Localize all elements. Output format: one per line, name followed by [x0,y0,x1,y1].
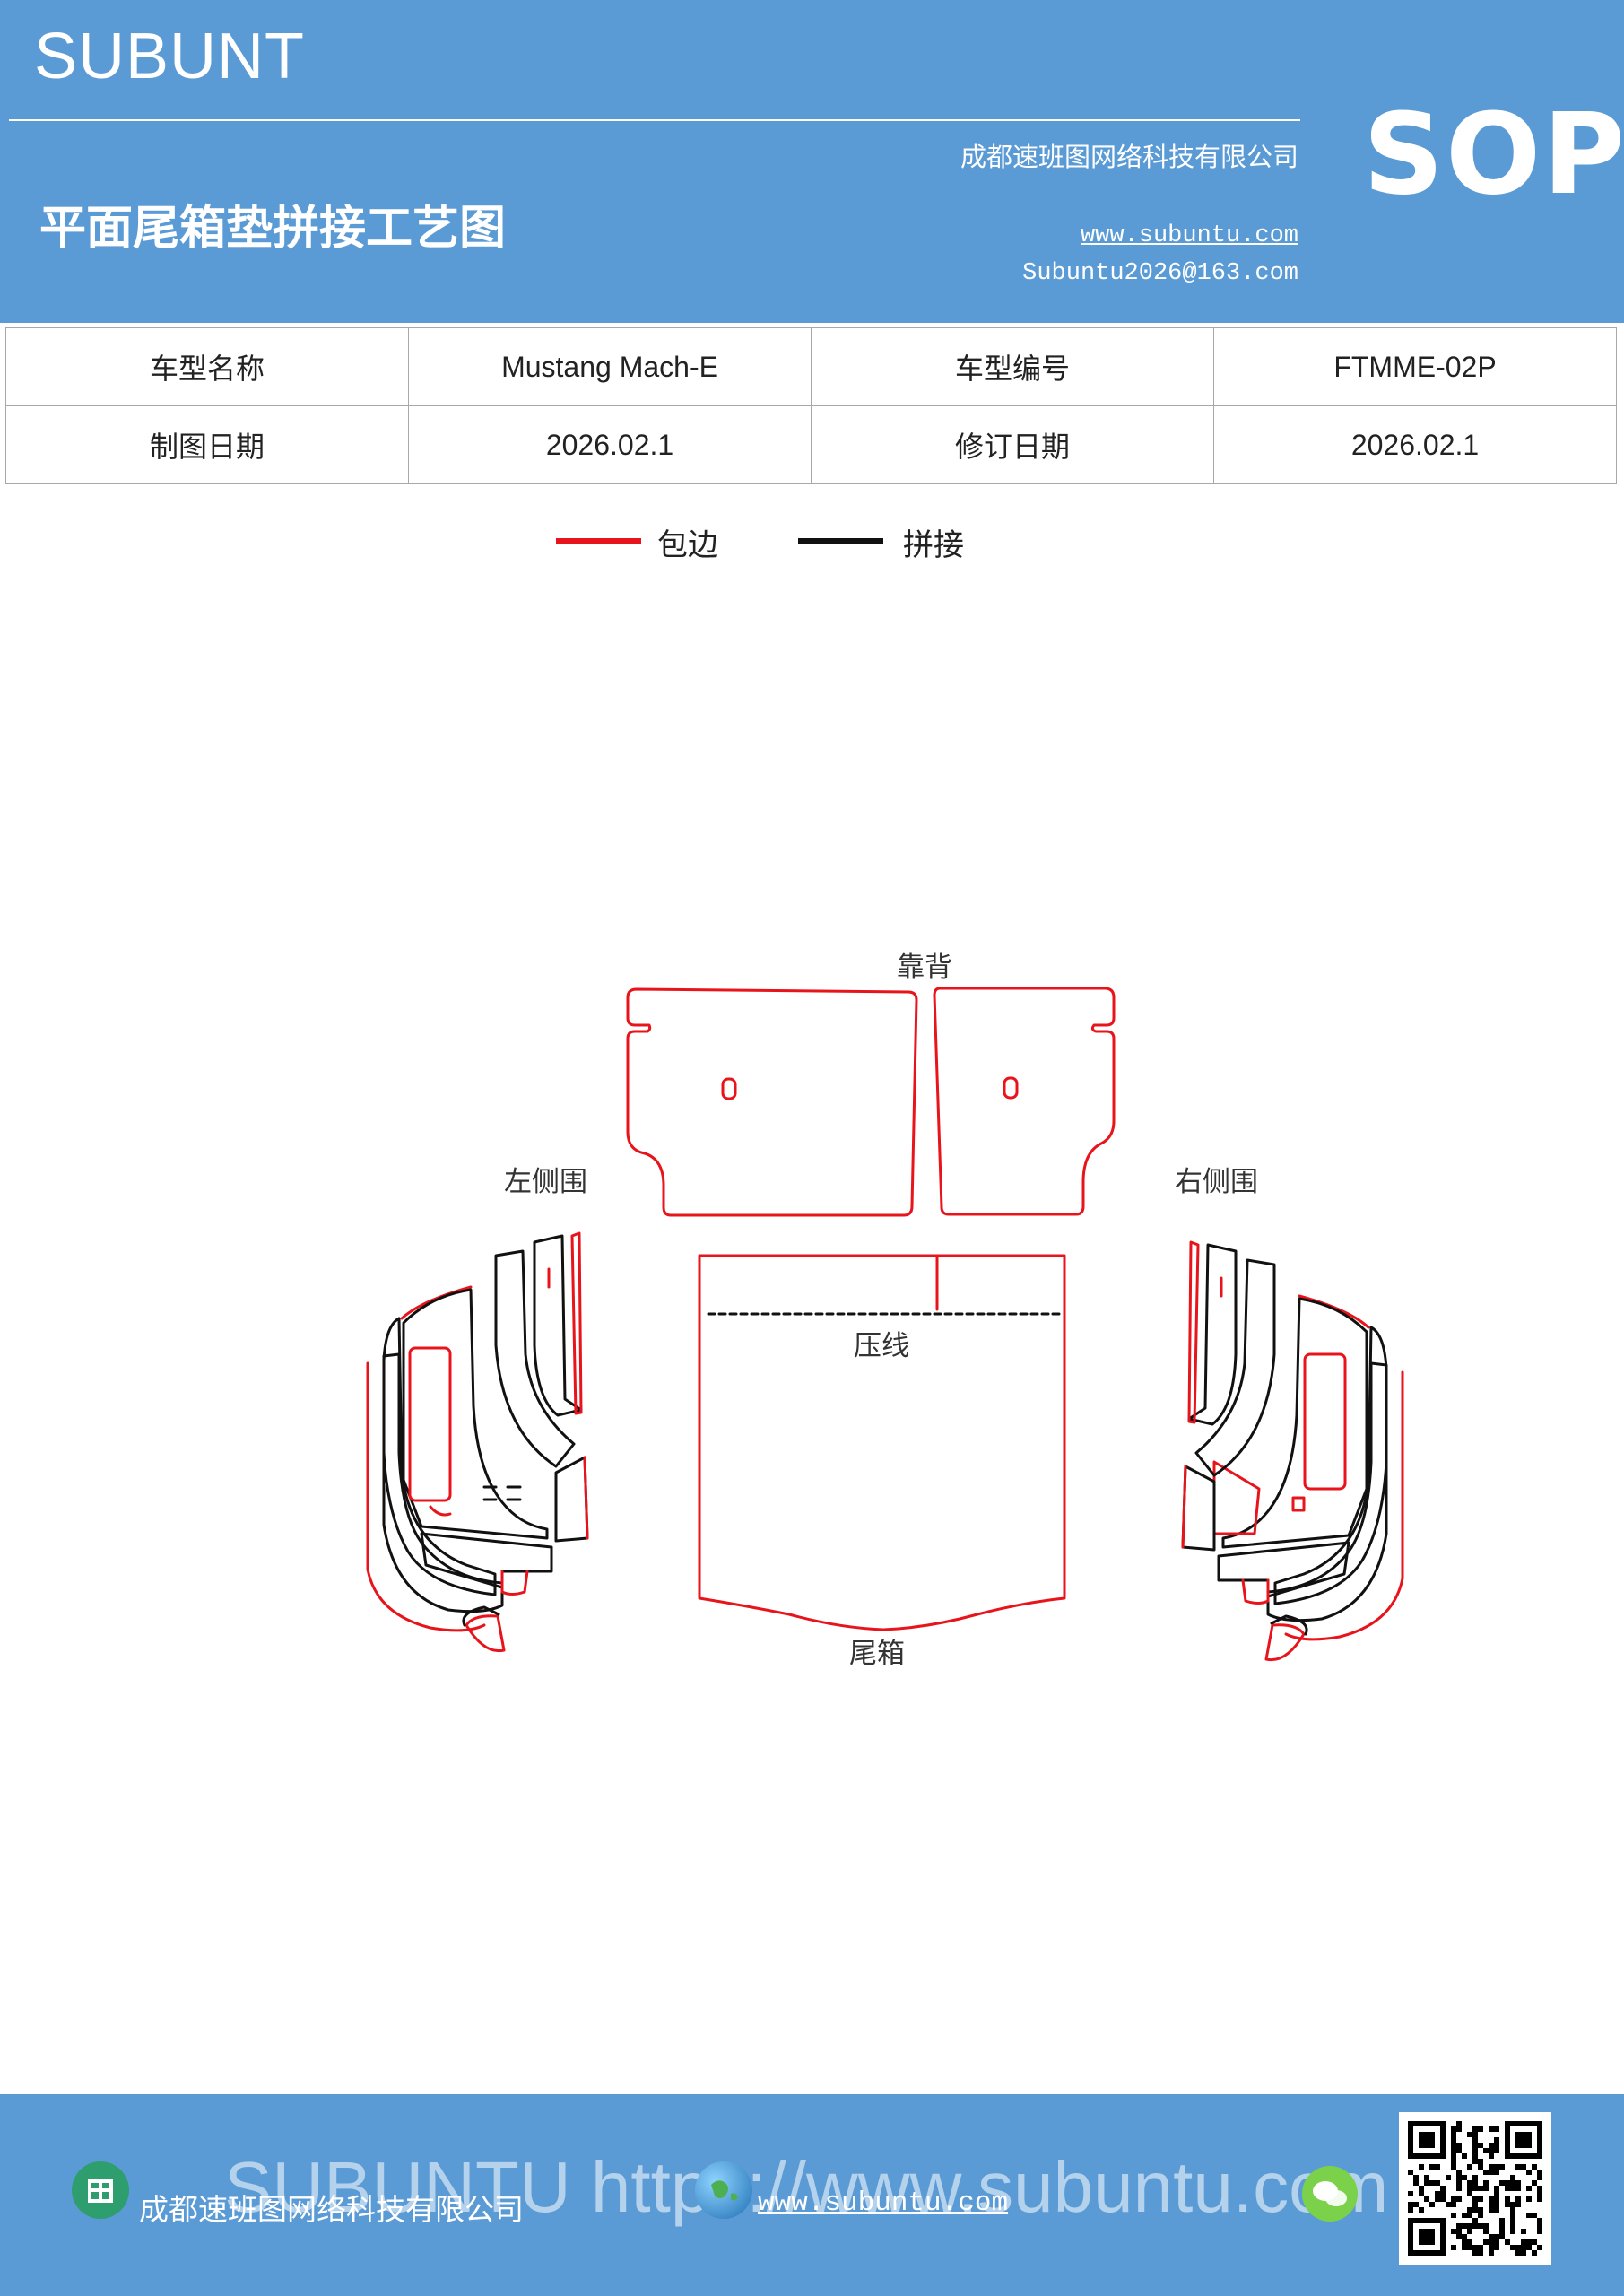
revision-date-value: 2026.02.1 [1213,405,1617,484]
left-side-strip [382,1317,497,1596]
header-divider [9,119,1300,121]
right-side-assembly [1181,1240,1404,1662]
left-side-window [408,1346,452,1502]
trunk-floor-panel [698,1254,1066,1631]
left-side-pillar-b [533,1234,583,1417]
model-code-value: FTMME-02P [1213,327,1617,406]
table-row: 制图日期 2026.02.1 修订日期 2026.02.1 [5,405,1617,484]
left-side-lower-block [554,1456,589,1543]
footer-website-link[interactable]: www.subuntu.com [758,2187,1009,2219]
trunk-label: 尾箱 [849,1638,905,1670]
left-side-corner-join [462,1605,500,1627]
footer-banner: SUBUNTU https://www.subuntu.com 成都速班图网络科… [0,2094,1624,2296]
left-side-upper-edge [400,1285,473,1320]
backrest-right-hole [1003,1076,1019,1100]
model-code-label: 车型编号 [811,327,1214,406]
seam-label: 拼接 [903,527,964,563]
left-side-main-panel [402,1288,549,1540]
seam-swatch [798,538,883,544]
edge-binding-label: 包边 [657,527,718,563]
model-name-label: 车型名称 [5,327,409,406]
qr-code[interactable] [1399,2112,1551,2265]
footer-watermark: SUBUNTU https://www.subuntu.com [224,2147,1389,2227]
brand-logo-text: SUBUNT [34,21,306,92]
right-side-label: 右侧围 [1175,1166,1258,1198]
drawing-date-value: 2026.02.1 [408,405,812,484]
wechat-icon[interactable] [1302,2166,1358,2222]
model-name-value: Mustang Mach-E [408,327,812,406]
building-icon [72,2161,129,2219]
sop-badge: SOP [1363,90,1624,220]
globe-icon [695,2161,752,2219]
header-banner: SUBUNT 平面尾箱垫拼接工艺图 成都速班图网络科技有限公司 www.subu… [0,0,1624,323]
edge-binding-swatch [556,538,641,544]
left-side-outer [366,1361,486,1632]
backrest-left-hole [721,1077,737,1100]
drawing-date-label: 制图日期 [5,405,409,484]
backrest-right-panel [933,987,1116,1216]
document-title: 平面尾箱垫拼接工艺图 [39,202,507,256]
left-side-inner-arch [382,1352,504,1613]
left-side-lower-block-edge [583,1456,589,1540]
website-link[interactable]: www.subuntu.com [1080,222,1298,249]
press-line-label: 压线 [854,1330,909,1362]
revision-date-label: 修订日期 [811,405,1214,484]
left-side-pillar-c [570,1231,583,1415]
backrest-label: 靠背 [897,952,952,984]
contact-email[interactable]: Subuntu2026@163.com [1022,260,1298,287]
left-side-tab [429,1505,452,1517]
company-name: 成都速班图网络科技有限公司 [960,142,1298,172]
legend: 包边 拼接 [0,520,1624,574]
backrest-left-panel [626,987,918,1217]
left-side-foot [500,1570,529,1596]
left-side-label: 左侧围 [504,1166,587,1198]
left-side-pillar-a [494,1249,576,1468]
left-side-corner-piece [465,1614,506,1653]
vehicle-info-table: 车型名称 Mustang Mach-E 车型编号 FTMME-02P 制图日期 … [5,327,1617,484]
left-side-bottom-strip [420,1532,553,1589]
table-row: 车型名称 Mustang Mach-E 车型编号 FTMME-02P [5,327,1617,406]
footer-company: 成都速班图网络科技有限公司 [139,2192,524,2227]
